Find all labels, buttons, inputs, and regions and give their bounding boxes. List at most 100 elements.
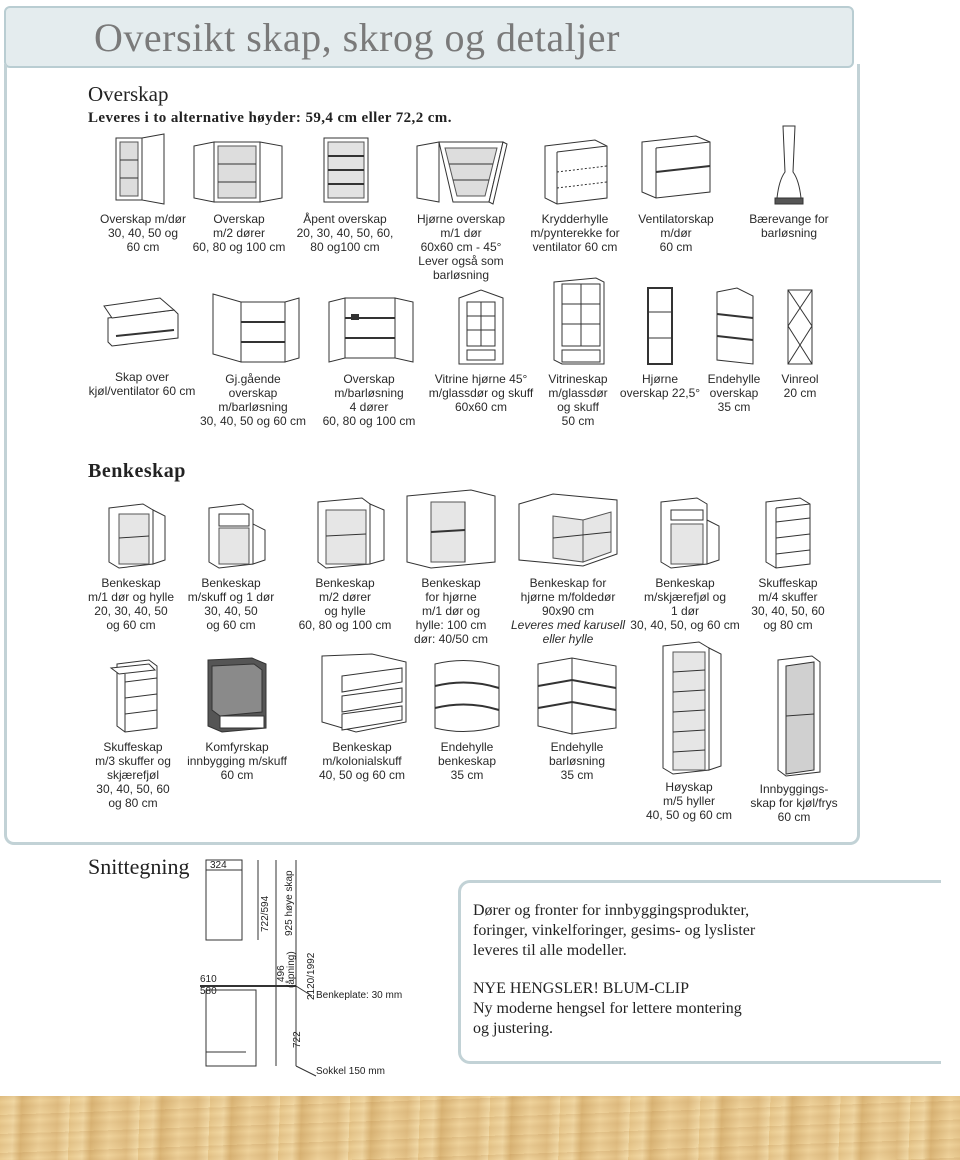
caption-line: Skuffeskap xyxy=(103,740,163,754)
caption-line: 20, 30, 40, 50 xyxy=(94,604,168,618)
caption-line: 50 cm xyxy=(561,414,595,428)
caption-line: Hjørne xyxy=(641,372,678,386)
end-shelf-base-icon xyxy=(434,659,500,733)
overskap-heading: Overskap xyxy=(88,82,169,106)
caption-line: 60 cm xyxy=(126,240,160,254)
caption-line: 35 cm xyxy=(450,768,484,782)
tall-cabinet-icon xyxy=(662,641,722,775)
caption-line: overskap 22,5° xyxy=(619,386,701,400)
caption-line: kjøl/ventilator 60 cm xyxy=(88,384,196,398)
caption-line: 60, 80 og 100 cm xyxy=(192,240,286,254)
oven-cabinet-icon xyxy=(207,657,267,733)
caption-line: Endehylle xyxy=(707,372,761,386)
caption-line: Skap over xyxy=(114,370,170,384)
caption-line: Overskap xyxy=(343,372,395,386)
corner-base-folding-door-icon xyxy=(518,493,618,567)
caption-line: Komfyrskap xyxy=(205,740,269,754)
caption-line: 60 cm xyxy=(659,240,693,254)
caption-line: og 60 cm xyxy=(206,618,256,632)
dim-label: 722 xyxy=(292,1031,303,1048)
caption-line: m/glassdør og skuff xyxy=(428,386,534,400)
caption-line: 40, 50 og 60 cm xyxy=(645,808,733,822)
caption-line: m/4 skuffer xyxy=(758,590,818,604)
title-banner: Oversikt skap, skrog og detaljer xyxy=(4,6,854,68)
caption-line: Overskap xyxy=(213,212,265,226)
info-line: Ny moderne hengsel for lettere montering xyxy=(473,1000,742,1017)
caption-line: Innbyggings- xyxy=(759,782,829,796)
pan-drawer-cabinet-icon xyxy=(321,653,407,733)
caption-line: Leveres med karusell xyxy=(510,618,626,632)
dim-label: Benkeplate: 30 mm xyxy=(316,990,402,1001)
caption-line: m/2 dører xyxy=(318,590,371,604)
benkeskap-heading: Benkeskap xyxy=(88,460,186,482)
caption-line: og hylle xyxy=(324,604,366,618)
catalog-frame xyxy=(4,64,860,845)
caption-line: Overskap m/dør xyxy=(99,212,186,226)
caption-line: og skuff xyxy=(557,400,599,414)
caption-line: 35 cm xyxy=(560,768,594,782)
caption-line: 30, 40, 50, 60 xyxy=(751,604,825,618)
caption-line: m/glassdør xyxy=(548,386,608,400)
wine-rack-icon xyxy=(787,289,813,365)
caption-line: 60 cm xyxy=(220,768,254,782)
caption-line: Hjørne overskap xyxy=(416,212,506,226)
section-drawing: 324 610 580 722/594 925 høye skap 496 (å… xyxy=(200,859,402,1077)
caption-line: Benkeskap for xyxy=(529,576,607,590)
corner-wall-cabinet-icon xyxy=(416,141,508,205)
caption-line: barløsning xyxy=(432,268,490,282)
caption-line: 20, 30, 40, 50, 60, xyxy=(296,226,394,240)
corner-wall-cabinet-22-icon xyxy=(647,287,673,365)
caption-line: 35 cm xyxy=(717,400,751,414)
caption-line: overskap xyxy=(228,386,278,400)
drawer-cabinet-3-icon xyxy=(109,659,158,733)
wood-texture-strip xyxy=(0,1096,960,1160)
caption-line: m/1 dør og hylle xyxy=(87,590,175,604)
caption-line: 4 dører xyxy=(349,400,389,414)
caption-line: m/barløsning xyxy=(334,386,404,400)
caption-line: eller hylle xyxy=(542,632,594,646)
wall-cabinet-outline xyxy=(205,859,243,941)
caption-line: Lever også som xyxy=(418,254,504,268)
caption-line: benkeskap xyxy=(437,754,497,768)
drawer-cabinet-4-icon xyxy=(765,497,811,569)
caption-line: Vinreol xyxy=(781,372,819,386)
caption-line: 30, 40, 50 og 60 cm xyxy=(199,414,307,428)
caption-line: 60, 80 og 100 cm xyxy=(298,618,392,632)
caption-line: m/pynterekke for xyxy=(530,226,620,240)
caption-line: Gj.gående xyxy=(225,372,281,386)
caption-line: Benkeskap xyxy=(655,576,715,590)
caption-line: 30, 40, 50 xyxy=(204,604,258,618)
caption-line: skap for kjøl/frys xyxy=(750,796,838,810)
caption-line: m/barløsning xyxy=(218,400,288,414)
caption-line: Ventilatorskap xyxy=(638,212,714,226)
caption-line: Skuffeskap xyxy=(758,576,818,590)
caption-line: 30, 40, 50 og xyxy=(107,226,179,240)
caption-line: m/2 dører xyxy=(212,226,265,240)
caption-line: for hjørne xyxy=(425,590,477,604)
caption-line: Endehylle xyxy=(440,740,494,754)
caption-line: Bærevange for xyxy=(749,212,829,226)
